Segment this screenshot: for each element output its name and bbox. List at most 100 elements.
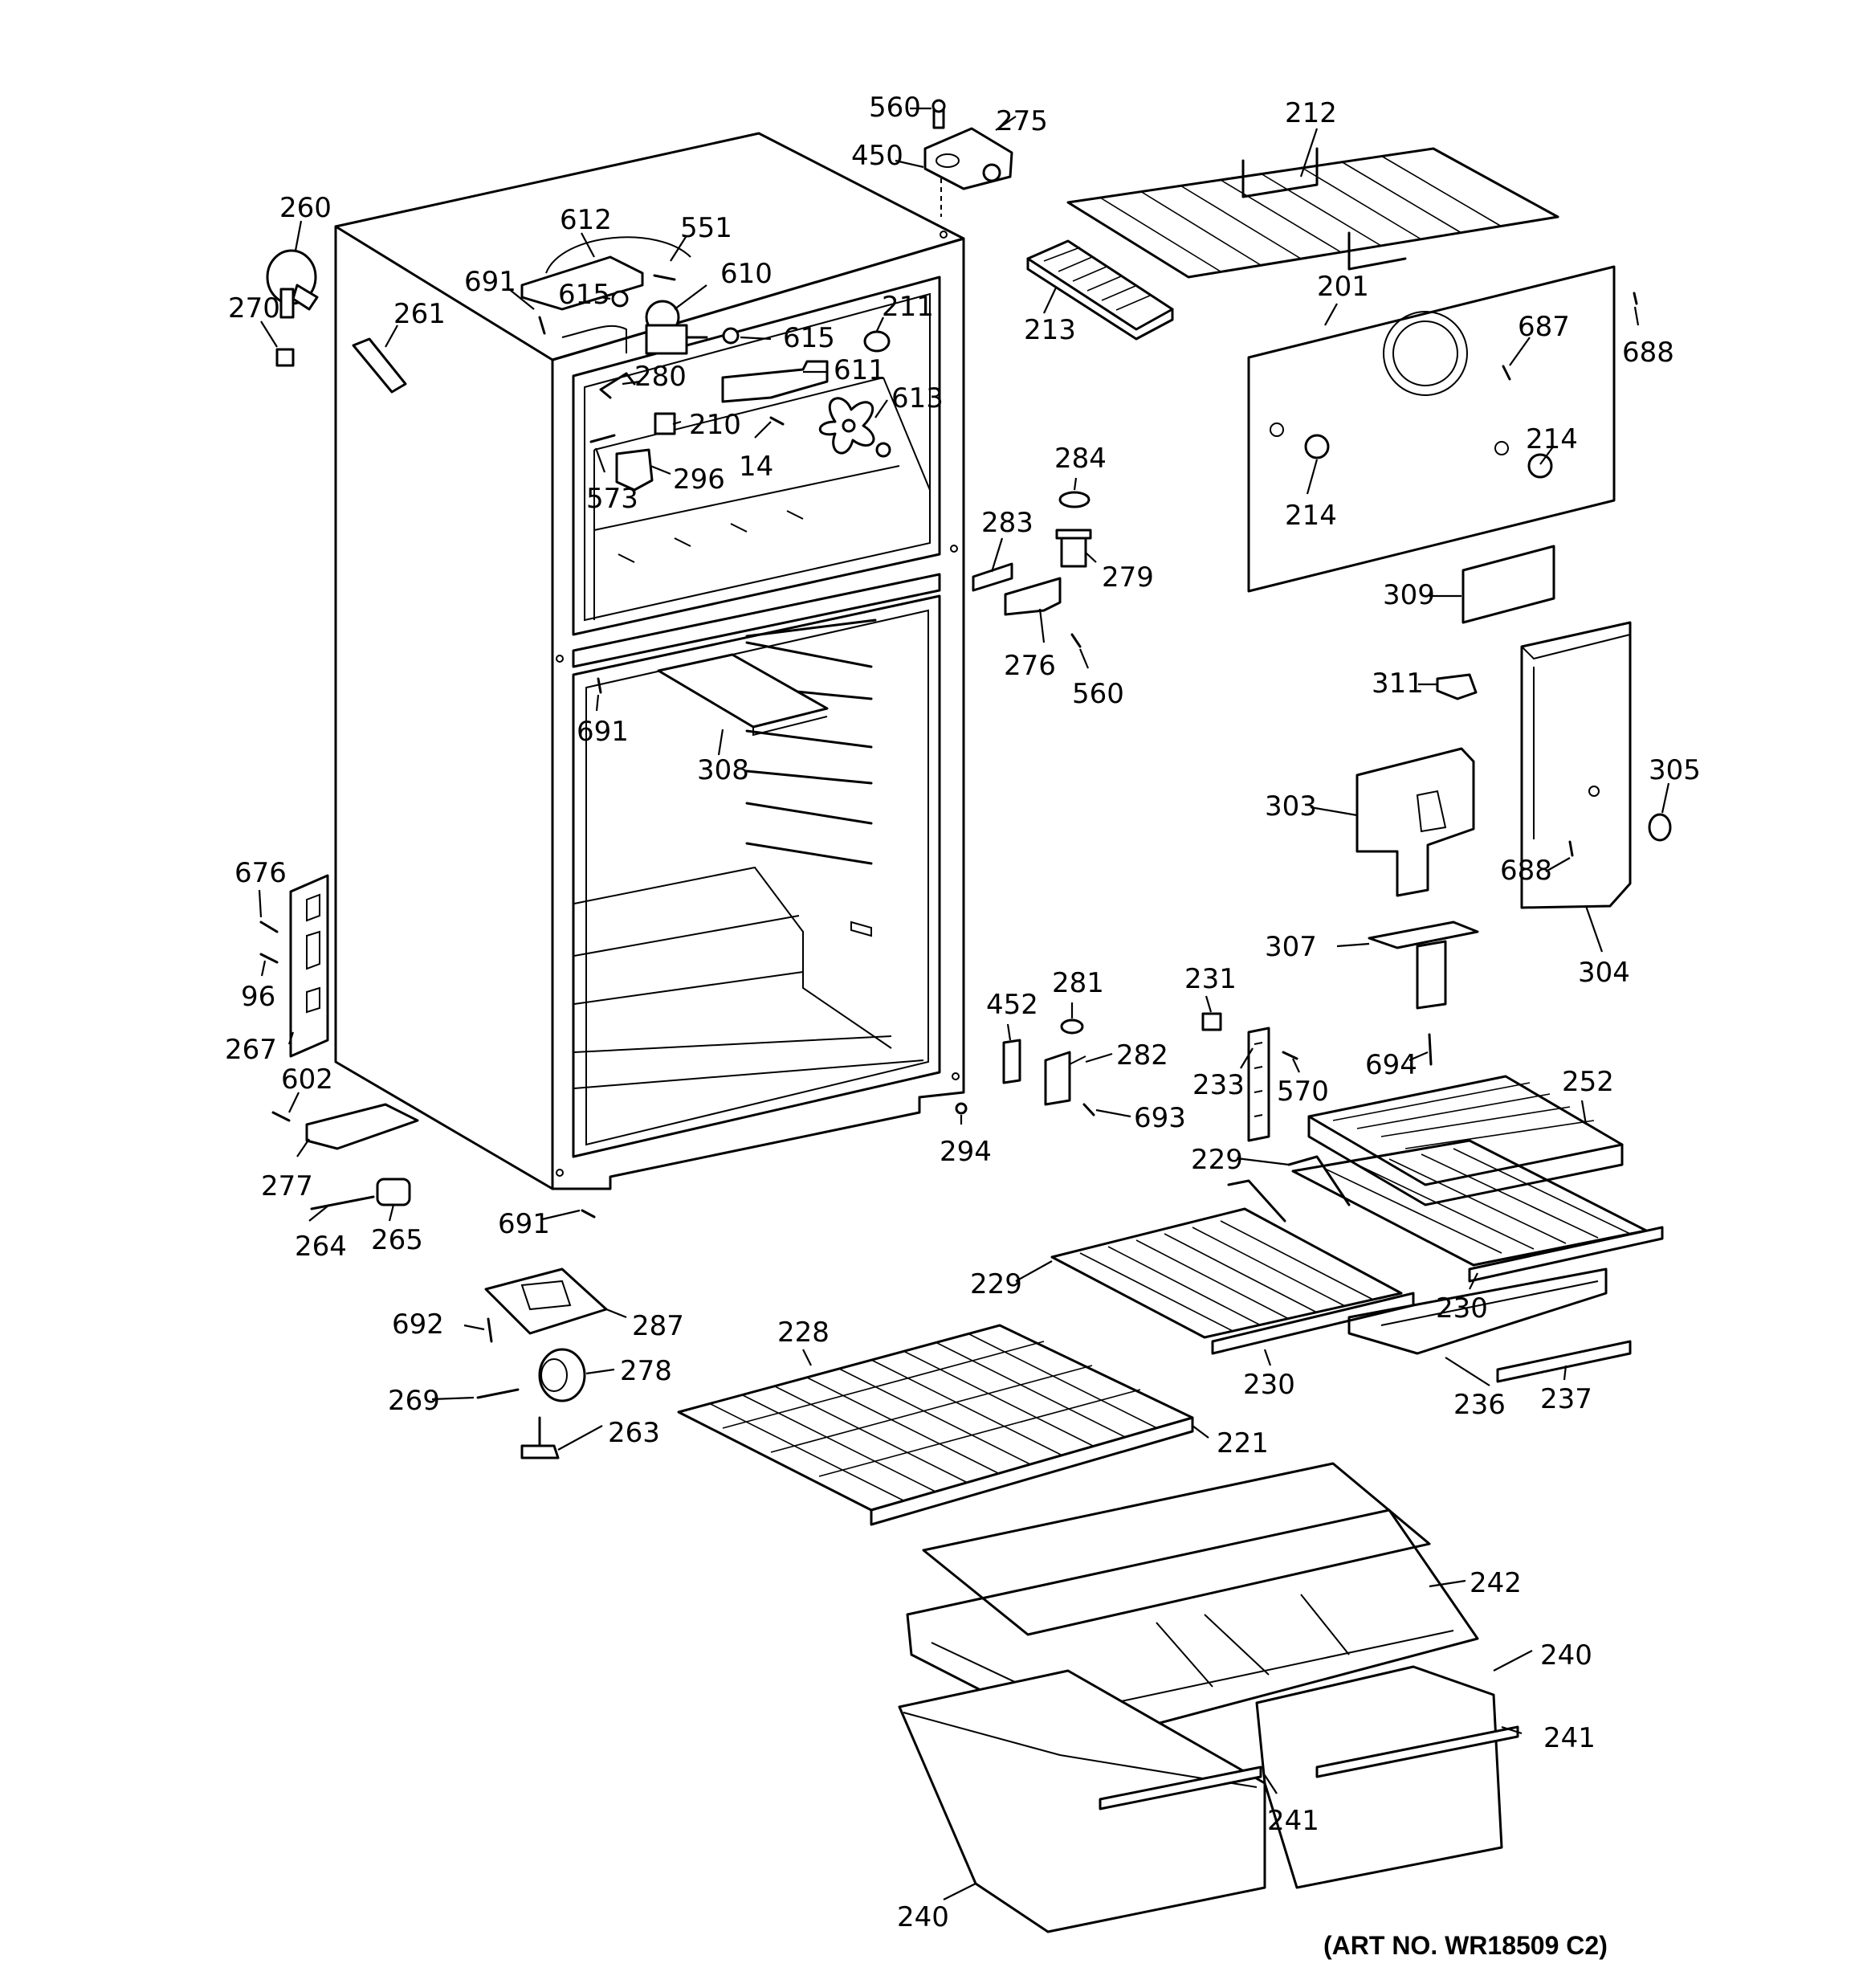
callout-label: 560 — [869, 92, 921, 124]
shelf-trim-221 — [870, 1416, 1194, 1526]
crisper-drawer-right — [1255, 1665, 1519, 1889]
callout-label: 287 — [632, 1310, 684, 1342]
callout-label: 602 — [281, 1063, 333, 1096]
callout-label: 241 — [1267, 1805, 1319, 1837]
label-plate — [1461, 545, 1555, 624]
callout-label: 212 — [1285, 97, 1337, 129]
callout-label: 236 — [1453, 1389, 1506, 1421]
callout-label: 210 — [689, 409, 741, 441]
callout-label: 687 — [1518, 311, 1570, 343]
callout-label: 233 — [1192, 1069, 1245, 1101]
callout-label: 694 — [1365, 1049, 1417, 1081]
control-bracket — [1368, 921, 1479, 1010]
callout-label: 280 — [634, 361, 687, 393]
callout-label: 277 — [261, 1170, 313, 1202]
slide-out-tray-236 — [1347, 1268, 1608, 1355]
freezer-wire-shelf — [1066, 147, 1559, 279]
callout-label: 452 — [986, 989, 1038, 1021]
callout-label: 14 — [739, 451, 773, 483]
callout-label: 311 — [1372, 667, 1424, 700]
callout-label: 308 — [697, 754, 749, 786]
callout-label: 294 — [940, 1136, 992, 1168]
callout-label: 221 — [1217, 1427, 1269, 1459]
callout-label: 260 — [279, 192, 332, 224]
callout-label: 240 — [1540, 1639, 1592, 1672]
callout-label: 688 — [1622, 337, 1674, 369]
callout-label: 304 — [1578, 957, 1630, 989]
lower-hinge-parts — [972, 491, 1092, 648]
callout-label: 263 — [608, 1417, 660, 1449]
callout-label: 252 — [1562, 1066, 1614, 1098]
callout-label: 261 — [393, 298, 446, 330]
callout-label: 691 — [498, 1208, 550, 1240]
refrigerator-cabinet — [334, 132, 965, 1190]
callout-label: 611 — [834, 354, 886, 386]
callout-label: 237 — [1540, 1383, 1592, 1415]
callout-label: 303 — [1265, 790, 1317, 823]
callout-label: 693 — [1134, 1102, 1186, 1134]
callout-label: 307 — [1265, 931, 1317, 963]
callout-label: 615 — [558, 279, 610, 311]
callout-label: 242 — [1470, 1567, 1522, 1599]
freezer-back-panel — [1247, 265, 1638, 593]
callout-label: 265 — [371, 1224, 423, 1256]
callout-label: 284 — [1054, 443, 1107, 475]
callout-label: 676 — [234, 857, 287, 889]
trim-strip-237 — [1496, 1340, 1632, 1383]
evaporator-fan-blade — [818, 397, 875, 455]
callout-label: 231 — [1184, 963, 1237, 995]
callout-labels: 560 275 450 212 260 612 551 610 691 615 … — [225, 92, 1701, 1933]
callout-label: 275 — [996, 105, 1048, 137]
crisper-drawer-left — [898, 1669, 1266, 1933]
freezer-shelf-308 — [657, 653, 829, 737]
callout-label: 214 — [1526, 423, 1578, 455]
callout-label: 96 — [241, 981, 275, 1013]
callout-label: 264 — [295, 1231, 347, 1263]
left-side-parts — [259, 249, 596, 1219]
callout-label: 214 — [1285, 500, 1337, 532]
callout-label: 688 — [1500, 855, 1552, 887]
callout-label: 230 — [1243, 1369, 1295, 1401]
ice-cube-tray — [1026, 239, 1174, 341]
top-hinge-assembly — [923, 99, 1013, 217]
callout-label: 213 — [1024, 314, 1076, 346]
callout-label: 570 — [1277, 1076, 1329, 1108]
wire-shelf-229-left — [1050, 1179, 1403, 1339]
crisper-cover-glass — [922, 1462, 1431, 1636]
callout-label: 691 — [577, 716, 629, 748]
callout-label: 240 — [897, 1901, 949, 1933]
callout-label: 279 — [1102, 561, 1154, 594]
callout-label: 241 — [1543, 1722, 1596, 1754]
fresh-food-small-parts — [955, 1012, 1433, 1142]
callout-label: 281 — [1052, 967, 1104, 999]
callout-label: 692 — [392, 1308, 444, 1341]
callout-label: 228 — [777, 1316, 830, 1349]
leader-lines — [258, 107, 1670, 1900]
callout-label: 267 — [225, 1034, 277, 1066]
callout-label: 613 — [891, 382, 944, 414]
air-duct-cover — [1520, 621, 1632, 909]
knob-305 — [1648, 813, 1672, 842]
callout-label: 305 — [1649, 754, 1701, 786]
callout-label: 551 — [680, 212, 732, 244]
callout-label: 278 — [620, 1355, 672, 1387]
callout-label: 450 — [851, 140, 903, 172]
glass-shelf-252 — [1307, 1075, 1624, 1206]
callout-label: 211 — [882, 291, 934, 323]
callout-label: 229 — [970, 1268, 1022, 1300]
lower-left-parts — [476, 1268, 608, 1459]
callout-label: 230 — [1436, 1292, 1488, 1325]
callout-label: 615 — [783, 322, 835, 354]
callout-label: 201 — [1317, 271, 1369, 303]
callout-label: 296 — [673, 463, 725, 496]
callout-label: 573 — [586, 483, 638, 515]
damper-knob — [1436, 673, 1478, 700]
art-number: (ART NO. WR18509 C2) — [1323, 1931, 1608, 1960]
callout-label: 691 — [464, 266, 516, 298]
wire-shelf-228 — [677, 1324, 1194, 1512]
callout-label: 612 — [560, 204, 612, 236]
callout-label: 283 — [981, 507, 1033, 539]
callout-label: 560 — [1072, 678, 1124, 710]
callout-label: 610 — [720, 258, 773, 290]
